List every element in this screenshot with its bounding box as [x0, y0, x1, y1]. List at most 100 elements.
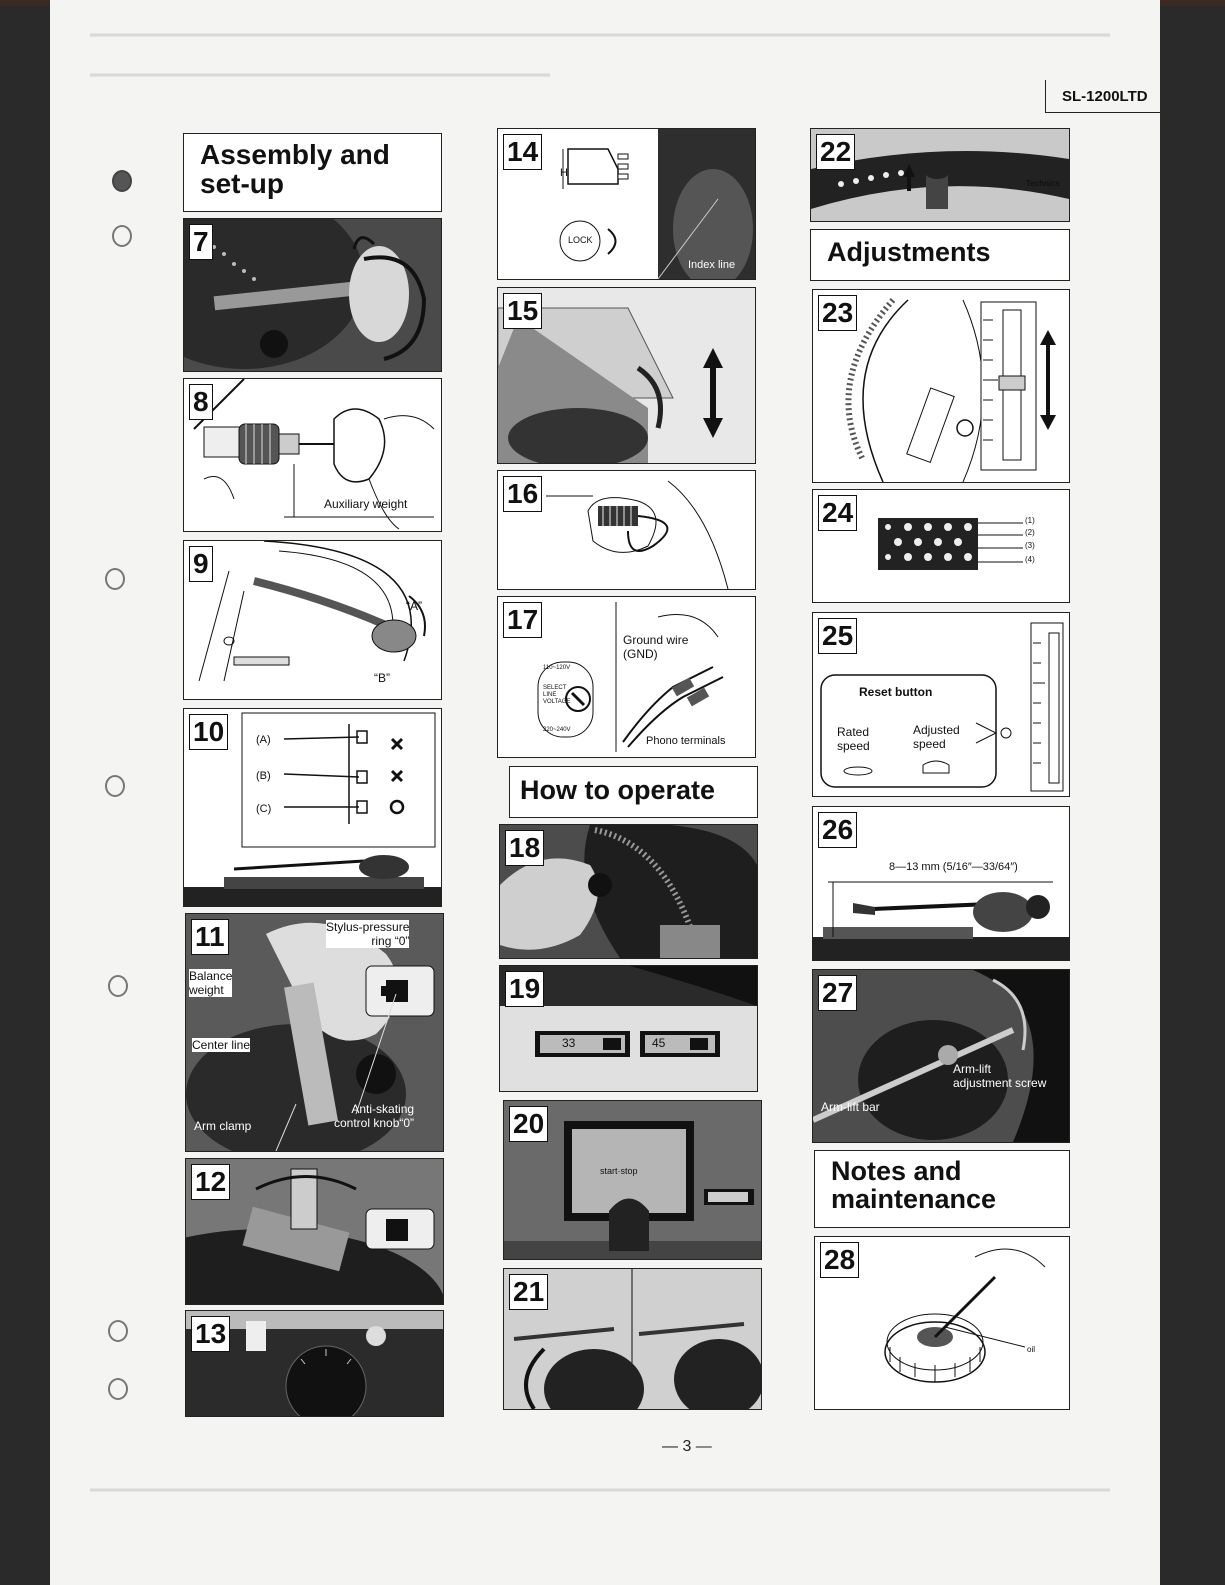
arm-height-drawing: [813, 881, 1069, 960]
figure-24: 24 (1) (2) (3) (4): [812, 489, 1070, 603]
label-center-line: Center line: [192, 1038, 251, 1052]
figure-number: 23: [818, 295, 858, 331]
label-option-c: (C): [256, 803, 272, 815]
label-auxiliary-weight: Auxiliary weight: [324, 497, 408, 511]
label-strobe-3: (3): [1025, 541, 1035, 550]
label-technics: Technics: [1026, 179, 1061, 188]
turntable-arm-photo: [184, 219, 441, 371]
figure-number: 17: [503, 602, 543, 638]
figure-20: 20 start·stop: [503, 1100, 762, 1260]
figure-number: 25: [818, 618, 858, 654]
figure-number: 20: [509, 1106, 549, 1142]
voltage-and-cables-drawing: [537, 602, 724, 752]
figure-number: 24: [818, 495, 858, 531]
label-a: “A”: [406, 599, 422, 613]
figure-number: 16: [503, 476, 543, 512]
reset-button-drawing: [820, 622, 1064, 792]
label-arm-clamp: Arm clamp: [194, 1119, 252, 1133]
figure-number: 11: [191, 919, 229, 955]
figure-number: 21: [509, 1274, 549, 1310]
label-adjusted-speed: Adjusted speed: [913, 723, 960, 751]
oiling-drawing: [884, 1248, 1046, 1383]
figure-number: 10: [189, 714, 229, 750]
figure-28: 28 oil: [814, 1236, 1070, 1410]
stylus-brush-drawing: [546, 480, 729, 589]
label-strobe-2: (2): [1025, 528, 1035, 537]
label-strobe-1: (1): [1025, 516, 1035, 525]
label-voltage-bottom: 220~240V: [543, 727, 571, 733]
balance-weight-photo: [186, 914, 443, 1151]
punch-hole: [112, 170, 132, 192]
headshell-height-drawing: [184, 712, 441, 906]
punch-hole: [105, 568, 125, 590]
figure-number: 14: [503, 134, 543, 170]
platter-hand-photo: [500, 825, 757, 958]
punch-hole: [112, 225, 132, 247]
label-h: H: [560, 167, 568, 179]
label-oil: oil: [1027, 1345, 1036, 1354]
heading-text: How to operate: [520, 775, 716, 805]
figure-number: 26: [818, 812, 858, 848]
label-voltage-top: 110~120V: [543, 665, 571, 671]
pitch-control-drawing: [845, 298, 1056, 482]
figure-14: 14 H LOCK Index line: [497, 128, 756, 280]
figure-number: 7: [189, 224, 213, 260]
model-label: SL-1200LTD: [1045, 80, 1160, 113]
page-number: — 3 —: [662, 1438, 712, 1455]
figure-13: 13: [185, 1310, 444, 1417]
label-stylus-pressure: Stylus-pressure ring “0”: [326, 920, 410, 948]
label-speed-45: 45: [652, 1036, 666, 1050]
figure-number: 28: [820, 1242, 860, 1278]
figure-number: 27: [818, 975, 858, 1011]
label-height-range: 8—13 mm (5/16″—33/64″): [889, 861, 1018, 873]
label-strobe-4: (4): [1025, 555, 1035, 564]
figure-22: 22 Technics: [810, 128, 1070, 222]
heading-text: Notes and maintenance: [831, 1156, 997, 1215]
label-balance-weight: Balance weight: [189, 969, 233, 997]
manual-page: SL-1200LTD Assembly and set-up 7: [50, 0, 1160, 1585]
label-index-line: Index line: [688, 259, 736, 271]
figure-number: 18: [505, 830, 545, 866]
figure-11: 11 Stylus-pressure ring “0” Balance weig…: [185, 913, 444, 1152]
label-voltage-select: SELECT LINE VOLTAGE: [543, 685, 571, 705]
punch-hole: [105, 775, 125, 797]
heading-text: Assembly and set-up: [200, 139, 390, 200]
heading-text: Adjustments: [827, 237, 991, 267]
label-option-a: (A): [256, 734, 271, 746]
figure-8: 8 Auxiliary weight: [183, 378, 442, 532]
strobe-dots-drawing: [878, 518, 1023, 570]
label-b: “B”: [374, 671, 390, 685]
model-number: SL-1200LTD: [1062, 88, 1148, 105]
figure-7: 7: [183, 218, 442, 372]
label-ground-wire: Ground wire (GND): [623, 633, 689, 661]
figure-27: 27 Arm-lift adjustment screw Arm-lift ba…: [812, 969, 1070, 1143]
section-heading-operate: How to operate: [509, 766, 758, 818]
figure-15: 15: [497, 287, 756, 464]
punch-hole: [108, 1320, 128, 1342]
label-speed-33: 33: [562, 1036, 576, 1050]
figure-18: 18: [499, 824, 758, 959]
punch-hole: [108, 1378, 128, 1400]
figure-19: 19 33 45: [499, 965, 758, 1092]
label-phono-terminals: Phono terminals: [646, 735, 726, 747]
label-anti-skating: Anti-skating control knob“0”: [334, 1102, 415, 1130]
figure-number: 9: [189, 546, 213, 582]
figure-number: 15: [503, 293, 543, 329]
label-rated-speed: Rated speed: [837, 725, 870, 753]
punch-hole: [108, 975, 128, 997]
label-lock: LOCK: [568, 235, 593, 245]
section-heading-adjustments: Adjustments: [810, 229, 1070, 281]
label-start-stop: start·stop: [600, 1166, 638, 1176]
label-option-b: (B): [256, 770, 271, 782]
label-reset-button: Reset button: [859, 685, 933, 699]
figure-number: 13: [191, 1316, 231, 1352]
figure-number: 12: [191, 1164, 231, 1200]
figure-number: 22: [816, 134, 856, 170]
label-arm-lift-screw: Arm-lift adjustment screw: [953, 1062, 1047, 1090]
label-arm-lift-bar: Arm-lift bar: [821, 1100, 880, 1114]
auxiliary-weight-drawing: [193, 379, 435, 530]
arm-rest-drawing: [198, 541, 426, 682]
figure-number: 8: [189, 384, 213, 420]
figure-23: 23: [812, 289, 1070, 483]
cartridge-lock-drawing: [559, 129, 755, 279]
